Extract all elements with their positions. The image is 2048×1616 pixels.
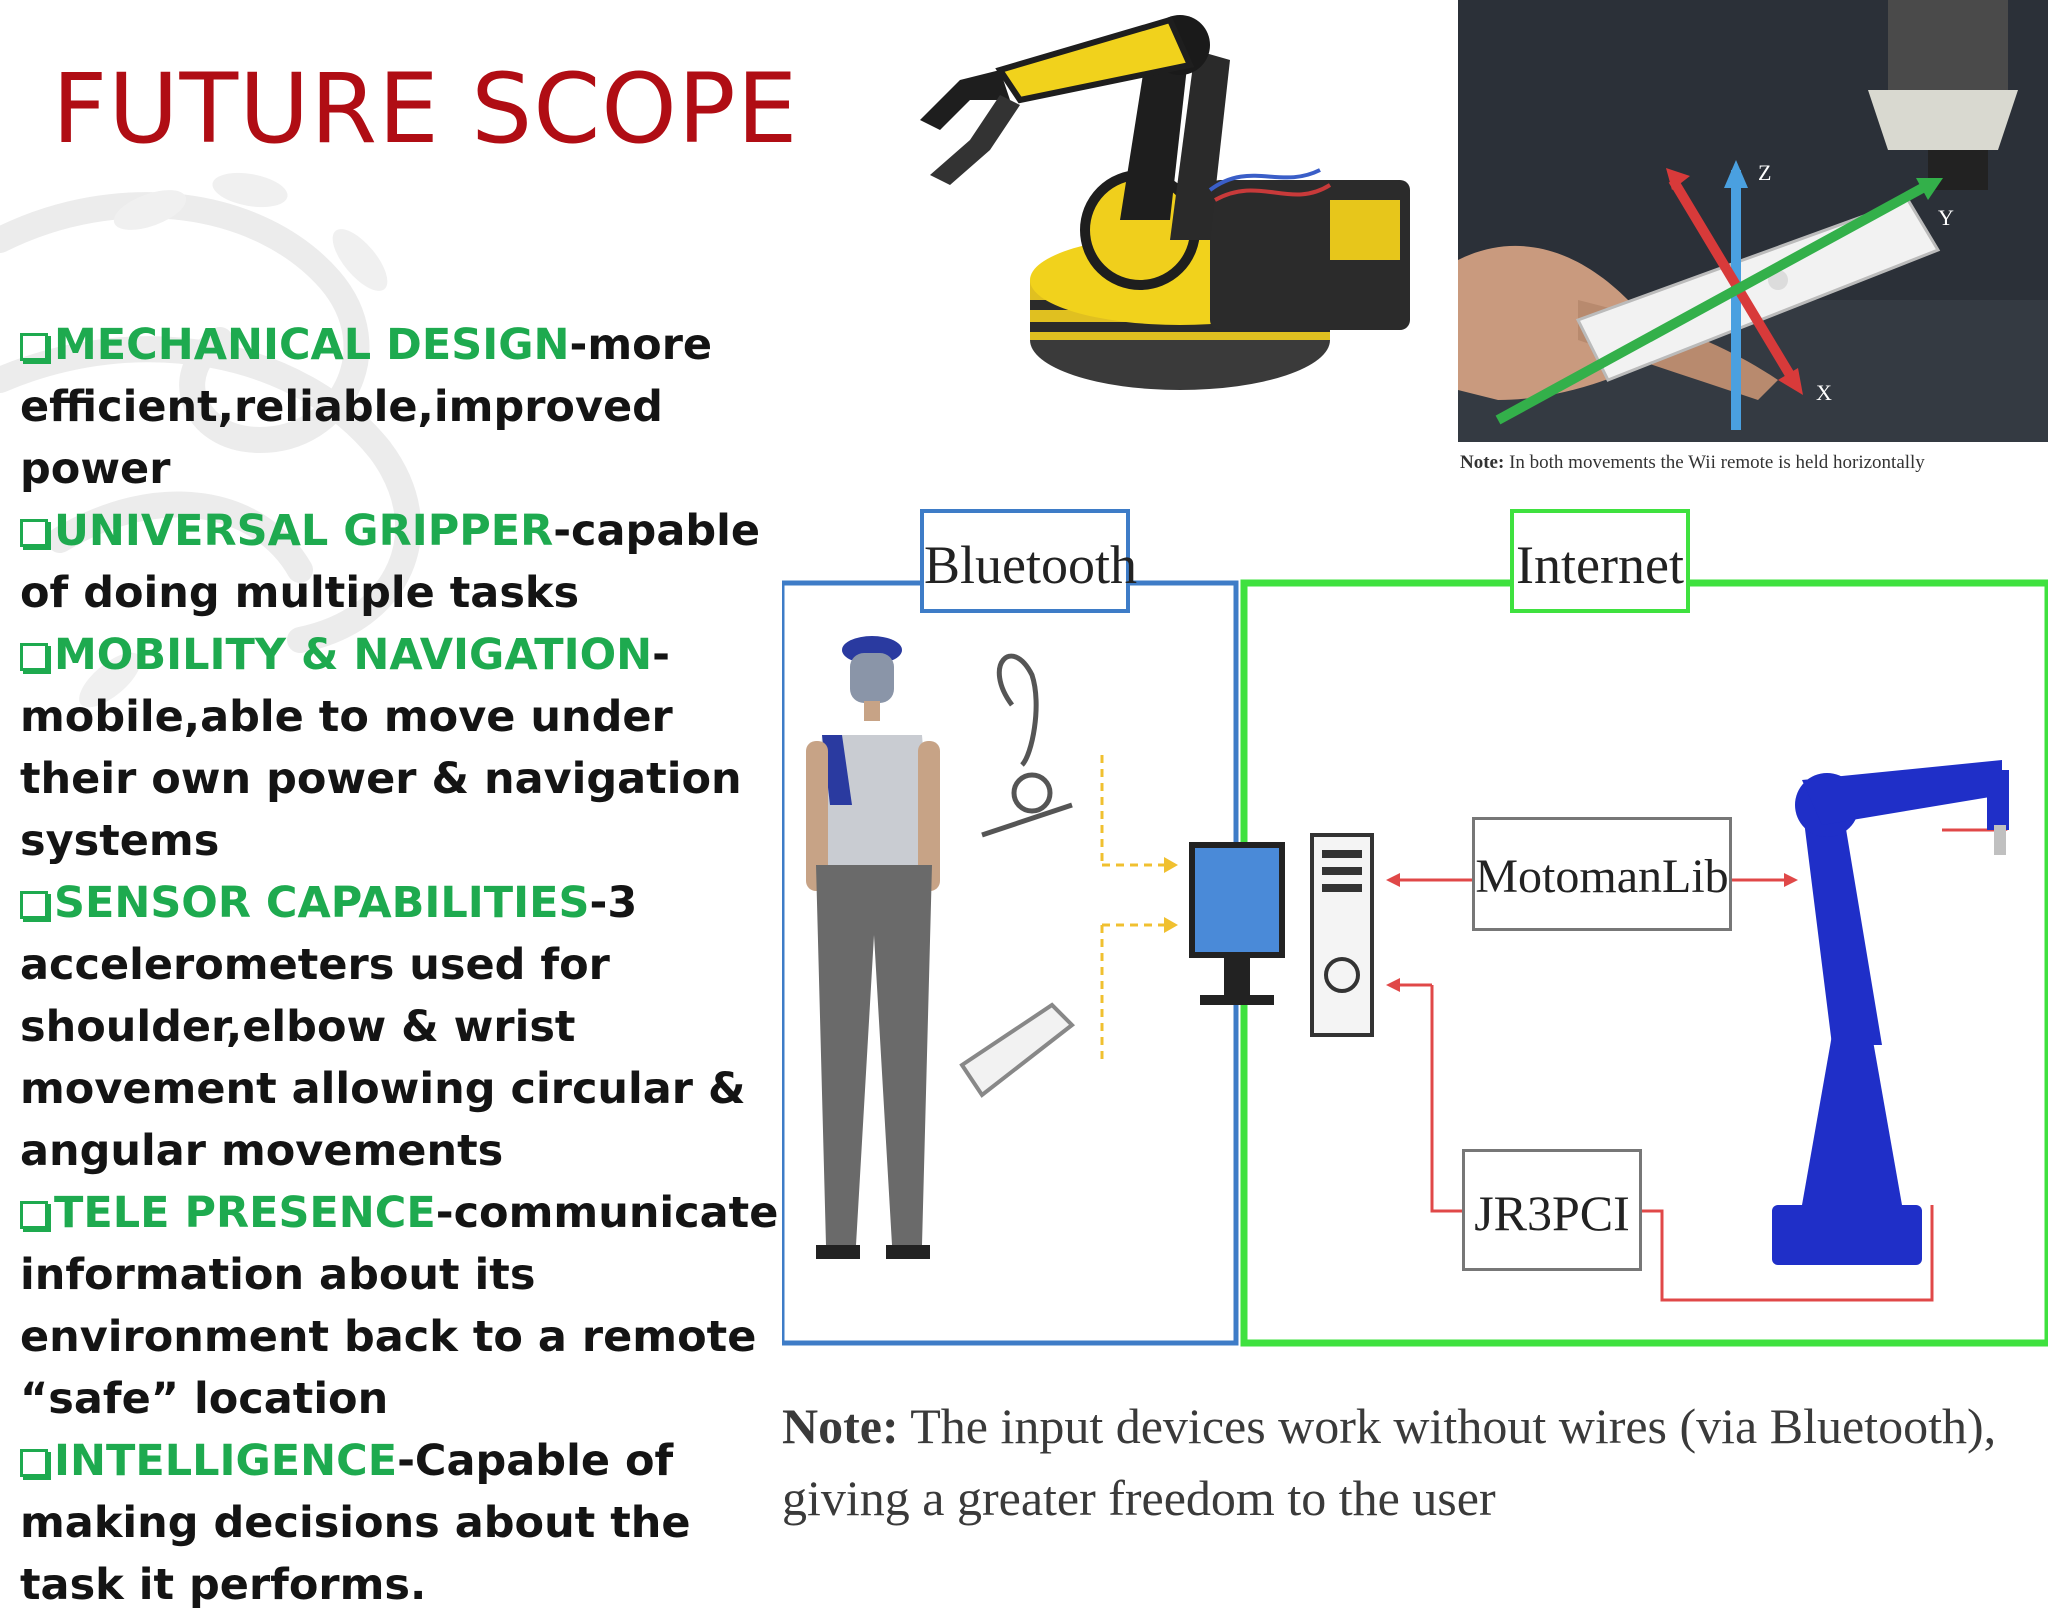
industrial-robot-arm (1772, 760, 2009, 1265)
bullet-item: TELE PRESENCE-communicate information ab… (20, 1182, 780, 1430)
bullet-item: SENSOR CAPABILITIES-3 accelerometers use… (20, 872, 780, 1182)
bullet-list: MECHANICAL DESIGN-more efficient,reliabl… (20, 314, 780, 1616)
checkbox-bullet-icon (20, 333, 48, 361)
bullet-heading: UNIVERSAL GRIPPER (54, 506, 554, 556)
checkbox-bullet-icon (20, 891, 48, 919)
wii-remote-device (959, 1002, 1076, 1098)
bullet-item: UNIVERSAL GRIPPER-capable of doing multi… (20, 500, 780, 624)
bullet-heading: INTELLIGENCE (54, 1436, 398, 1486)
bullet-item: MECHANICAL DESIGN-more efficient,reliabl… (20, 314, 780, 500)
bullet-text: -3 accelerometers used for shoulder,elbo… (20, 878, 746, 1176)
background-swirl-ornament (0, 172, 422, 708)
diagram-note: Note: The input devices work without wir… (782, 1390, 2012, 1534)
checkbox-bullet-icon (20, 643, 48, 671)
checkbox-bullet-icon (20, 1449, 48, 1477)
note-label: Note: (1460, 452, 1505, 473)
bullet-item: MOBILITY & NAVIGATION-mobile,able to mov… (20, 624, 780, 872)
internet-label: Internet (1510, 509, 1690, 613)
bullet-item: INTELLIGENCE-Capable of making decisions… (20, 1430, 780, 1616)
bullet-heading: MECHANICAL DESIGN (54, 320, 570, 370)
checkbox-bullet-icon (20, 519, 48, 547)
bullet-text: -capable of doing multiple tasks (20, 506, 761, 618)
jr3pci-box: JR3PCI (1462, 1149, 1642, 1271)
bullet-heading: MOBILITY & NAVIGATION (54, 630, 653, 680)
bullet-heading: SENSOR CAPABILITIES (54, 878, 590, 928)
wii-figure-note: Note: In both movements the Wii remote i… (1460, 452, 1925, 474)
wii-remote-photo: Z Y X (1458, 0, 2048, 442)
motomanlib-box: MotomanLib (1472, 817, 1732, 931)
note-text: The input devices work without wires (vi… (782, 1398, 1997, 1526)
bullet-text: -more efficient,reliable,improved power (20, 320, 713, 494)
bullet-heading: TELE PRESENCE (54, 1188, 436, 1238)
slide-title: FUTURE SCOPE (52, 53, 799, 165)
axis-y-label: Y (1938, 205, 1954, 230)
axis-z-label: Z (1758, 160, 1771, 185)
note-text: In both movements the Wii remote is held… (1509, 452, 1925, 473)
note-label: Note: (782, 1398, 899, 1454)
control-system-diagram: Bluetooth Internet MotomanLib JR3PCI (782, 505, 2048, 1385)
axis-x-label: X (1816, 380, 1832, 405)
operator-person-figure (806, 636, 940, 1259)
bullet-text: -mobile,able to move under their own pow… (20, 630, 742, 866)
robotic-arm-photo (850, 0, 1410, 420)
bluetooth-label: Bluetooth (920, 509, 1137, 613)
computer-monitor (1189, 842, 1285, 1005)
computer-tower (1310, 833, 1374, 1037)
diagram-graphics (782, 579, 2048, 1347)
bullet-text: -communicate information about its envir… (20, 1188, 779, 1424)
headset-device (981, 653, 1073, 838)
checkbox-bullet-icon (20, 1201, 48, 1229)
